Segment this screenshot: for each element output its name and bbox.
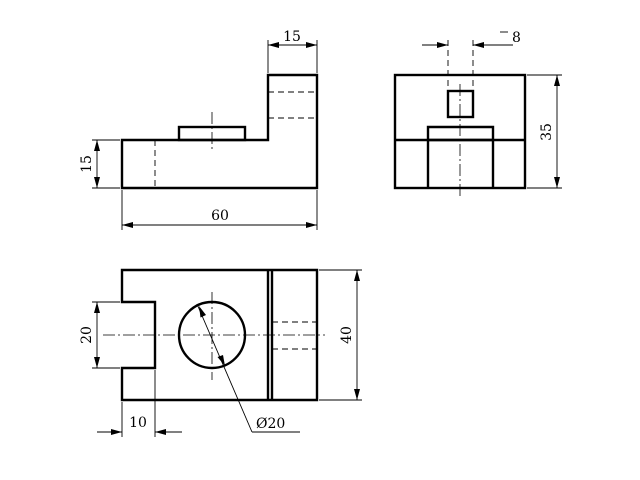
side-view-square-slot (446, 89, 475, 119)
dim-front-length: 60 (211, 208, 229, 224)
diameter-leader-line (196, 303, 253, 433)
top-view-outline (120, 268, 319, 402)
arrowhead (354, 270, 360, 281)
arrowhead (554, 177, 560, 188)
dim-hole-diameter: Ø20 (256, 416, 285, 432)
arrowhead (554, 75, 560, 86)
arrowhead (111, 429, 122, 435)
dim-top-depth: 40 (339, 326, 355, 344)
front-view: 15 15 60 (79, 29, 319, 230)
arrowhead (122, 222, 133, 228)
arrowhead (94, 302, 100, 313)
top-view: 20 40 10 Ø20 (79, 268, 362, 437)
arrowhead (199, 306, 206, 318)
side-view-boss (426, 125, 495, 188)
arrowhead (94, 357, 100, 368)
arrowhead (306, 42, 317, 48)
arrowhead (473, 42, 484, 48)
arrowhead (437, 42, 448, 48)
side-view: 8 35 (393, 30, 562, 198)
dim-side-slot-width: 8 (512, 30, 521, 46)
arrowhead (155, 429, 166, 435)
front-view-outline (120, 73, 319, 190)
arrowhead (268, 42, 279, 48)
arrowhead (306, 222, 317, 228)
arrowhead (94, 140, 100, 151)
dim-front-top-width: 15 (283, 29, 301, 45)
arrowhead (354, 389, 360, 400)
dim-top-slot-width: 20 (79, 326, 95, 344)
dim-side-height: 35 (539, 123, 555, 141)
dim-top-slot-depth: 10 (129, 415, 147, 431)
dim-front-base-height: 15 (79, 155, 95, 173)
arrowhead (94, 177, 100, 188)
arrowhead (217, 355, 225, 366)
